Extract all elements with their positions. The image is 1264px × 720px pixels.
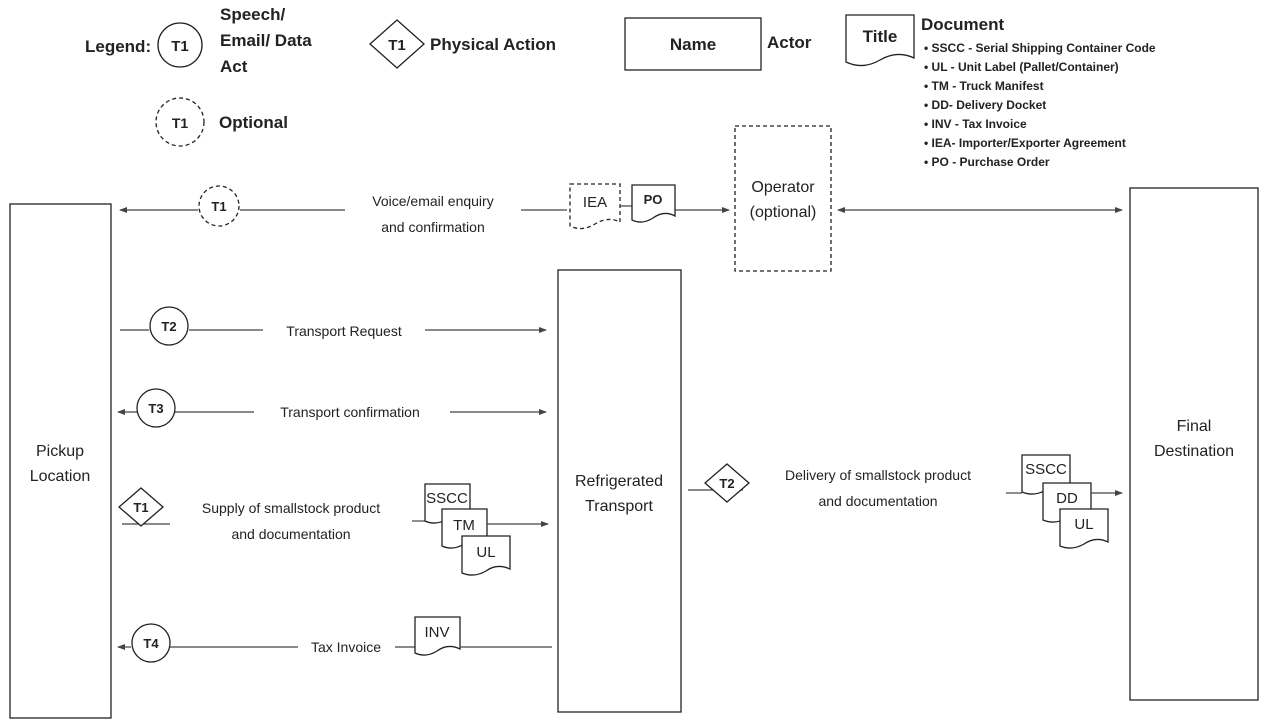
legend-actor: Name Actor — [624, 17, 812, 71]
legend-document: Title Document • SSCC - Serial Shipping … — [845, 14, 1156, 169]
actor-box — [1129, 187, 1259, 701]
legend-actor-box — [624, 17, 762, 71]
flow-label: and confirmation — [381, 219, 485, 235]
document-title: INV — [424, 624, 449, 641]
flow-label: Transport Request — [286, 323, 402, 339]
physical-action-symbol: T2 — [719, 476, 734, 491]
actor-box — [557, 269, 682, 713]
document-icon — [631, 184, 676, 223]
actor-label: Refrigerated — [575, 473, 663, 490]
flow-transport-request: T2 Transport Request — [120, 306, 547, 346]
legend-document-types: • SSCC - Serial Shipping Container Code … — [924, 41, 1156, 169]
legend-physical-action: T1 Physical Action — [369, 19, 556, 69]
legend-optional-symbol: T1 — [172, 115, 189, 131]
document-title: PO — [644, 192, 663, 207]
actor-box — [734, 125, 832, 272]
legend-speech-label-2: Email/ Data — [220, 31, 312, 50]
legend-optional: T1 Optional — [155, 97, 288, 147]
speech-act-symbol: T2 — [161, 319, 176, 334]
actor-label: Pickup — [36, 443, 84, 460]
document-title: IEA — [583, 194, 607, 211]
legend: Legend: T1 Speech/ Email/ Data Act T1 Ph… — [85, 5, 1156, 169]
flow-label: Supply of smallstock product — [202, 500, 380, 516]
document-icon — [1059, 508, 1109, 549]
flow-transport-confirmation: T3 Transport confirmation — [117, 388, 547, 428]
document-type-item: • UL - Unit Label (Pallet/Container) — [924, 60, 1119, 74]
legend-physical-label: Physical Action — [430, 35, 556, 54]
actor-final-destination: Final Destination — [1129, 187, 1259, 701]
speech-act-circle — [136, 388, 176, 428]
actor-label: Destination — [1154, 443, 1234, 460]
legend-speech-label-3: Act — [220, 57, 248, 76]
legend-physical-diamond — [369, 19, 425, 69]
physical-action-diamond — [118, 487, 164, 527]
legend-optional-circle — [155, 97, 205, 147]
document-type-item: • DD- Delivery Docket — [924, 98, 1046, 112]
document-icon — [414, 616, 461, 656]
legend-actor-name: Name — [670, 35, 716, 54]
physical-action-symbol: T1 — [133, 500, 148, 515]
flow-label: and documentation — [818, 493, 937, 509]
document-title: DD — [1056, 490, 1078, 507]
legend-speech-act: T1 Speech/ Email/ Data Act — [157, 5, 312, 76]
speech-act-symbol: T3 — [148, 401, 163, 416]
document-type-item: • INV - Tax Invoice — [924, 117, 1027, 131]
flow-label: Delivery of smallstock product — [785, 467, 971, 483]
actor-pickup-location: Pickup Location — [9, 203, 112, 719]
document-type-item: • PO - Purchase Order — [924, 155, 1050, 169]
legend-speech-symbol: T1 — [171, 38, 189, 55]
legend-actor-label: Actor — [767, 33, 812, 52]
document-title: SSCC — [1025, 461, 1067, 478]
actor-label: Transport — [585, 498, 653, 515]
physical-action-diamond — [704, 463, 750, 503]
actor-operator: Operator (optional) — [734, 125, 832, 272]
legend-speech-label-1: Speech/ — [220, 5, 285, 24]
legend-title: Legend: — [85, 37, 151, 56]
legend-document-icon — [845, 14, 915, 67]
legend-optional-label: Optional — [219, 113, 288, 132]
legend-document-label: Document — [921, 15, 1004, 34]
flow-delivery: T2 Delivery of smallstock product and do… — [688, 454, 1123, 549]
document-title: TM — [453, 517, 475, 534]
document-type-item: • IEA- Importer/Exporter Agreement — [924, 136, 1126, 150]
speech-act-symbol: T4 — [143, 636, 159, 651]
document-icon — [569, 183, 621, 230]
speech-act-circle — [131, 623, 171, 663]
speech-act-circle — [198, 185, 240, 227]
document-title: UL — [476, 544, 495, 561]
actor-refrigerated-transport: Refrigerated Transport — [557, 269, 682, 713]
document-type-item: • TM - Truck Manifest — [924, 79, 1044, 93]
flow-tax-invoice: T4 Tax Invoice INV — [117, 616, 552, 663]
legend-physical-symbol: T1 — [388, 37, 406, 54]
flow-label: Tax Invoice — [311, 639, 381, 655]
document-title: UL — [1074, 516, 1093, 533]
legend-document-title: Title — [863, 27, 898, 46]
actor-label: (optional) — [750, 204, 817, 221]
legend-speech-circle — [157, 22, 203, 68]
actor-label: Location — [30, 468, 91, 485]
flow-label: and documentation — [231, 526, 350, 542]
flow-label: Transport confirmation — [280, 404, 420, 420]
actor-box — [9, 203, 112, 719]
speech-act-symbol: T1 — [211, 199, 226, 214]
flow-label: Voice/email enquiry — [372, 193, 493, 209]
document-icon — [461, 535, 511, 576]
actor-label: Final — [1177, 418, 1212, 435]
document-title: SSCC — [426, 490, 468, 507]
actor-label: Operator — [751, 179, 815, 196]
flow-enquiry: T1 Voice/email enquiry and confirmation … — [119, 183, 1123, 235]
document-type-item: • SSCC - Serial Shipping Container Code — [924, 41, 1156, 55]
flow-supply: T1 Supply of smallstock product and docu… — [118, 483, 549, 576]
speech-act-circle — [149, 306, 189, 346]
